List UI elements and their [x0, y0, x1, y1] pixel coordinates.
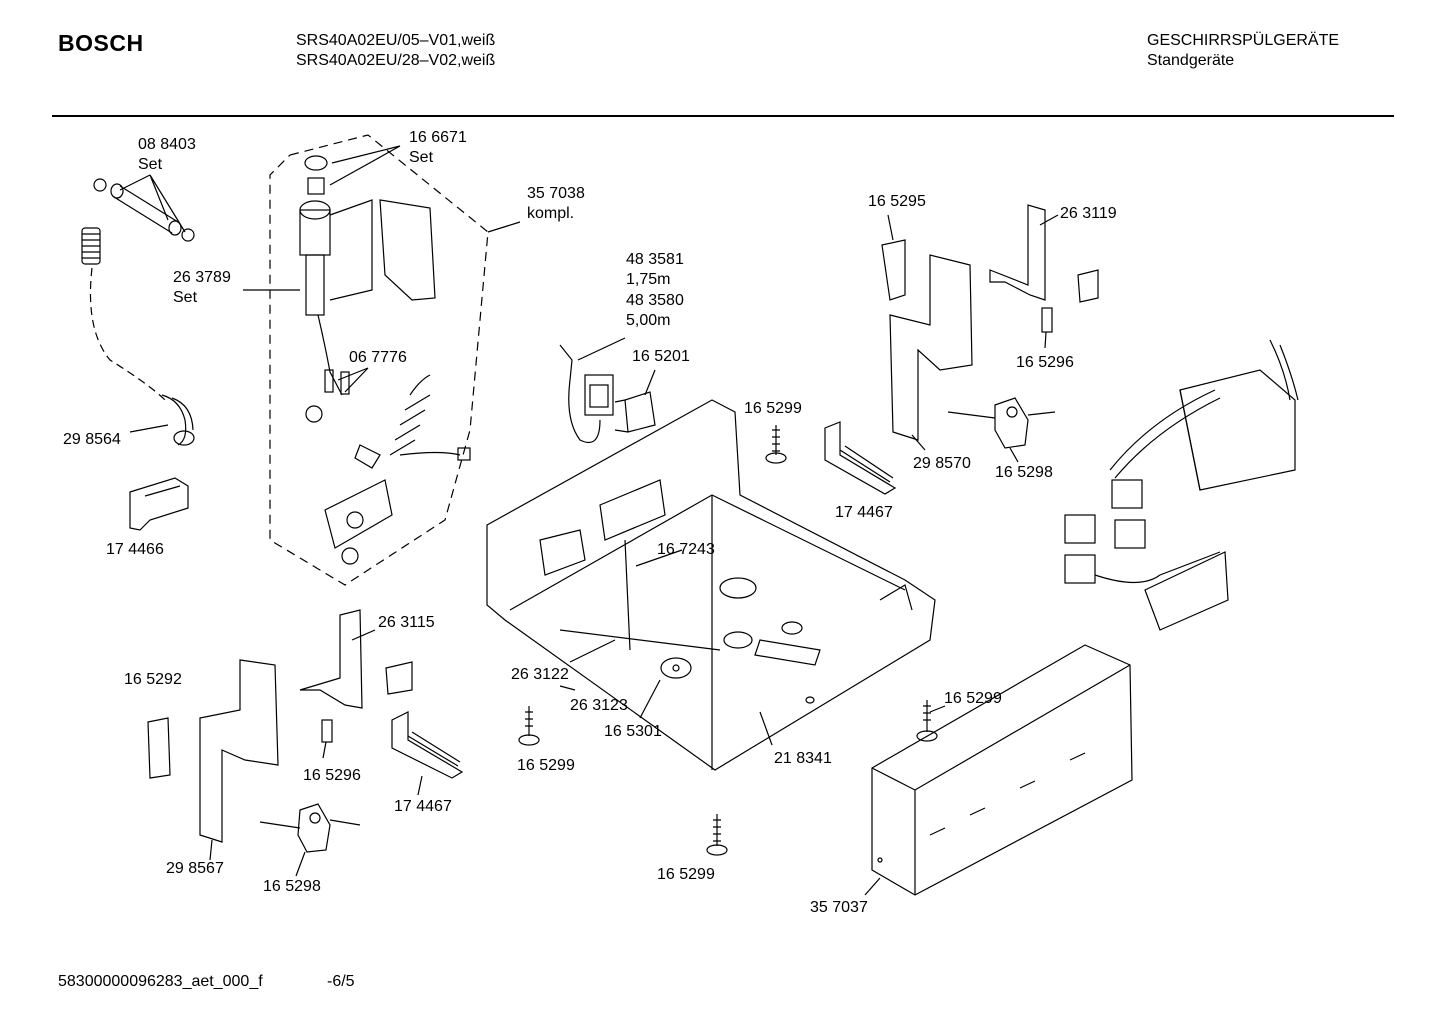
leader-lines [119, 145, 1059, 896]
part-label-174466: 17 4466 [106, 541, 164, 558]
part-label-298570: 29 8570 [913, 455, 971, 472]
part-label-165201: 16 5201 [632, 348, 690, 365]
clip-165296-lower [321, 719, 333, 743]
part-label-165292: 16 5292 [124, 671, 182, 688]
clip-165296-upper [1041, 307, 1053, 333]
part-label-167243: 16 7243 [657, 541, 715, 558]
plinth-357037 [871, 644, 1133, 896]
part-label-263119: 26 3119 [1060, 205, 1117, 222]
sensor-165298-lower [259, 803, 361, 853]
screw-165299-left [518, 706, 540, 746]
part-label-165301: 16 5301 [604, 723, 662, 740]
hose-set-088403 [93, 178, 195, 242]
clip-small-lower [385, 661, 413, 695]
assembly-outline-357038 [269, 134, 489, 586]
brand-logo: BOSCH [58, 30, 144, 56]
base-tub-218341 [486, 399, 936, 771]
part-label-165296-b: 16 5296 [303, 767, 361, 784]
model-line-1: SRS40A02EU/05–V01,weiß [296, 32, 496, 49]
appliance-category: GESCHIRRSPÜLGERÄTE Standgeräte [1147, 31, 1339, 71]
part-label-165299-b: 16 5299 [517, 757, 575, 774]
bracket-263119 [989, 204, 1046, 301]
part-label-174467-b: 17 4467 [394, 798, 452, 815]
model-numbers: SRS40A02EU/05–V01,weiß SRS40A02EU/28–V02… [296, 31, 495, 71]
bracket-263115 [299, 609, 363, 709]
hose-298564 [161, 394, 195, 446]
screw-165299-upper [765, 425, 787, 464]
connector-165201 [614, 391, 656, 433]
part-label-263123: 26 3123 [570, 697, 628, 714]
page-number: -6/5 [327, 973, 355, 990]
heater-174467-upper [824, 421, 897, 495]
part-label-165299-a: 16 5299 [744, 400, 802, 417]
bracket-165292 [147, 717, 171, 779]
sensor-165298-upper [947, 397, 1056, 449]
part-label-165295: 16 5295 [868, 193, 926, 210]
part-label-218341: 21 8341 [774, 750, 832, 767]
part-label-298567: 29 8567 [166, 860, 224, 877]
bracket-165295 [881, 239, 906, 301]
screw-165299-right [916, 700, 938, 742]
screw-165299-lower [706, 814, 728, 856]
clip-small [1077, 269, 1099, 303]
document-code: 58300000096283_aet_000_f [58, 973, 263, 990]
category-line-2: Standgeräte [1147, 52, 1235, 69]
bracket-298567 [199, 659, 279, 843]
part-label-298564: 29 8564 [63, 431, 121, 448]
part-label-263122: 26 3122 [511, 666, 569, 683]
part-label-165296-a: 16 5296 [1016, 354, 1074, 371]
model-line-2: SRS40A02EU/28–V02,weiß [296, 52, 496, 69]
part-label-165299-c: 16 5299 [944, 690, 1002, 707]
heater-174467-lower [391, 711, 464, 779]
part-label-165299-d: 16 5299 [657, 866, 715, 883]
mains-cable [559, 344, 614, 444]
bracket-174466 [129, 477, 189, 531]
part-label-174467-a: 17 4467 [835, 504, 893, 521]
part-label-165298-b: 16 5298 [263, 878, 321, 895]
bracket-298570 [889, 254, 973, 441]
cable-harness [1064, 339, 1299, 631]
part-label-165298-a: 16 5298 [995, 464, 1053, 481]
valve-assembly [299, 155, 471, 565]
part-label-263115: 26 3115 [378, 614, 435, 631]
category-line-1: GESCHIRRSPÜLGERÄTE [1147, 32, 1340, 49]
header-rule [52, 115, 1394, 117]
part-label-067776: 06 7776 [349, 349, 407, 366]
hose-route-dashed [89, 267, 166, 401]
corrugated-sleeve [81, 227, 101, 265]
part-label-357037: 35 7037 [810, 899, 868, 916]
